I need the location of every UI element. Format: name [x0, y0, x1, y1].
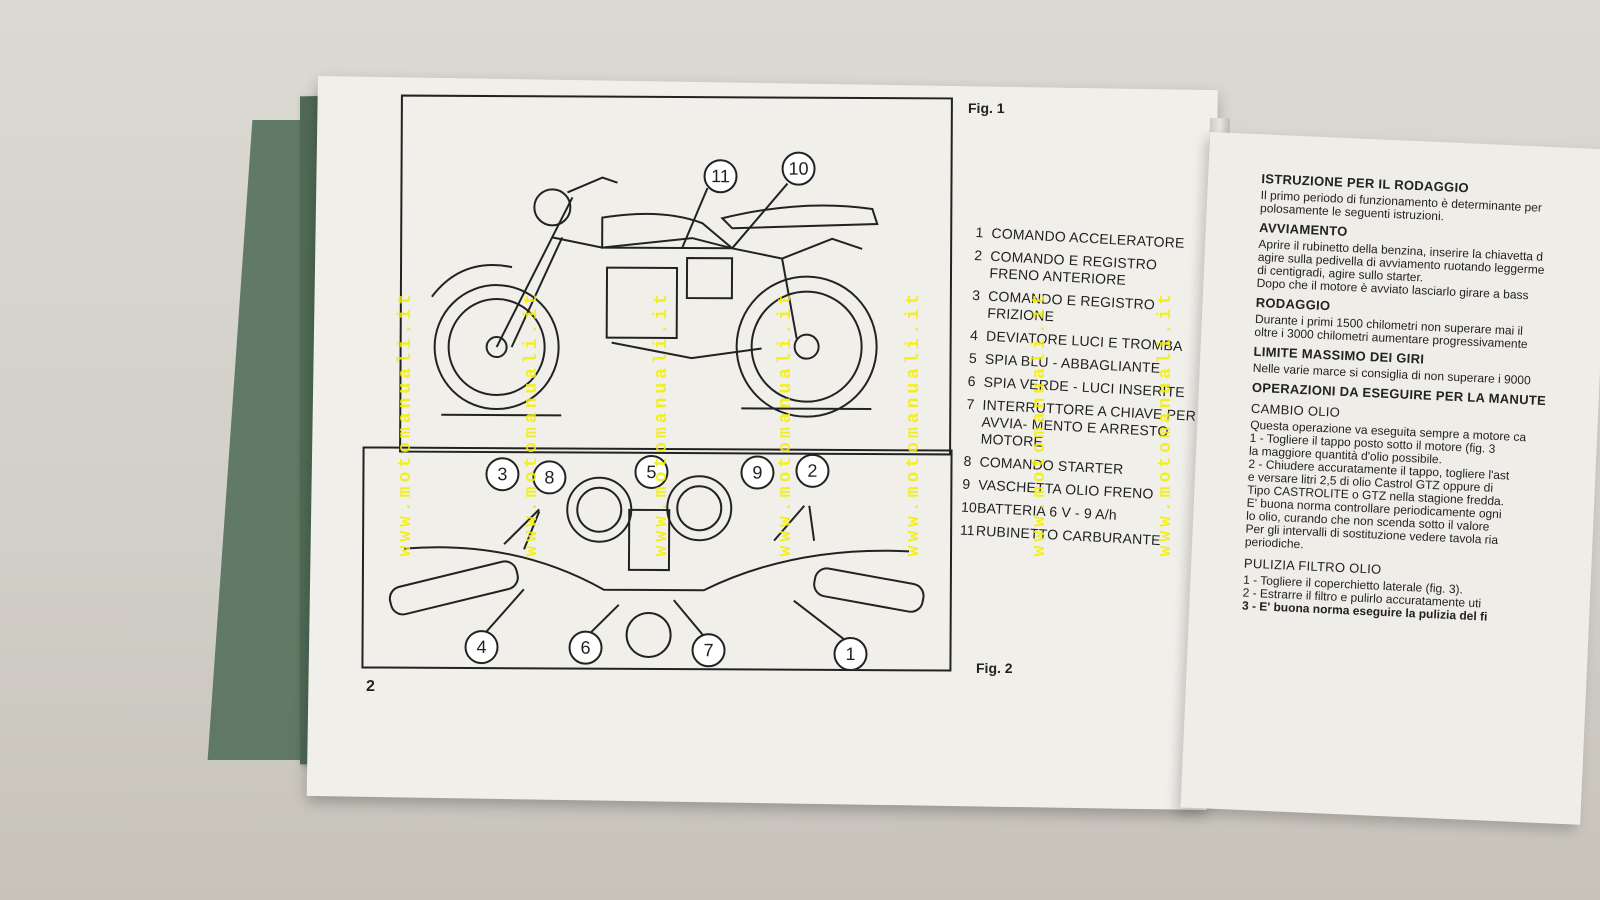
handlebar-drawing: 3 8 5 9 2 4 6 7 1 — [388, 453, 925, 672]
watermark: www.motomanuali.it — [1030, 290, 1050, 557]
watermark: www.motomanuali.it — [776, 290, 796, 557]
callout-4: 4 — [476, 637, 486, 657]
watermark: www.motomanuali.it — [1156, 290, 1176, 557]
callout-5: 5 — [646, 462, 656, 482]
callout-3: 3 — [497, 464, 507, 484]
figure-2-frame: 3 8 5 9 2 4 6 7 1 — [361, 446, 953, 672]
callout-9: 9 — [752, 462, 762, 482]
page-number: 2 — [366, 678, 375, 695]
watermark: www.motomanuali.it — [904, 290, 924, 557]
watermark: www.motomanuali.it — [652, 290, 672, 557]
right-page-text: ISTRUZIONE PER IL RODAGGIO Il primo peri… — [1242, 166, 1592, 628]
fig-1-label: Fig. 1 — [968, 100, 1005, 116]
watermark: www.motomanuali.it — [396, 290, 416, 557]
callout-7: 7 — [703, 640, 713, 660]
watermark: www.motomanuali.it — [522, 290, 542, 557]
callout-10: 10 — [788, 159, 808, 179]
callout-6: 6 — [580, 638, 590, 658]
motorcycle-drawing: 11 10 — [431, 151, 879, 418]
callout-8: 8 — [544, 467, 554, 487]
fig-2-label: Fig. 2 — [976, 660, 1013, 676]
callout-11: 11 — [711, 166, 730, 186]
callout-1: 1 — [845, 644, 855, 664]
figure-1-frame: 11 10 — [399, 94, 953, 456]
callout-2: 2 — [807, 461, 817, 481]
